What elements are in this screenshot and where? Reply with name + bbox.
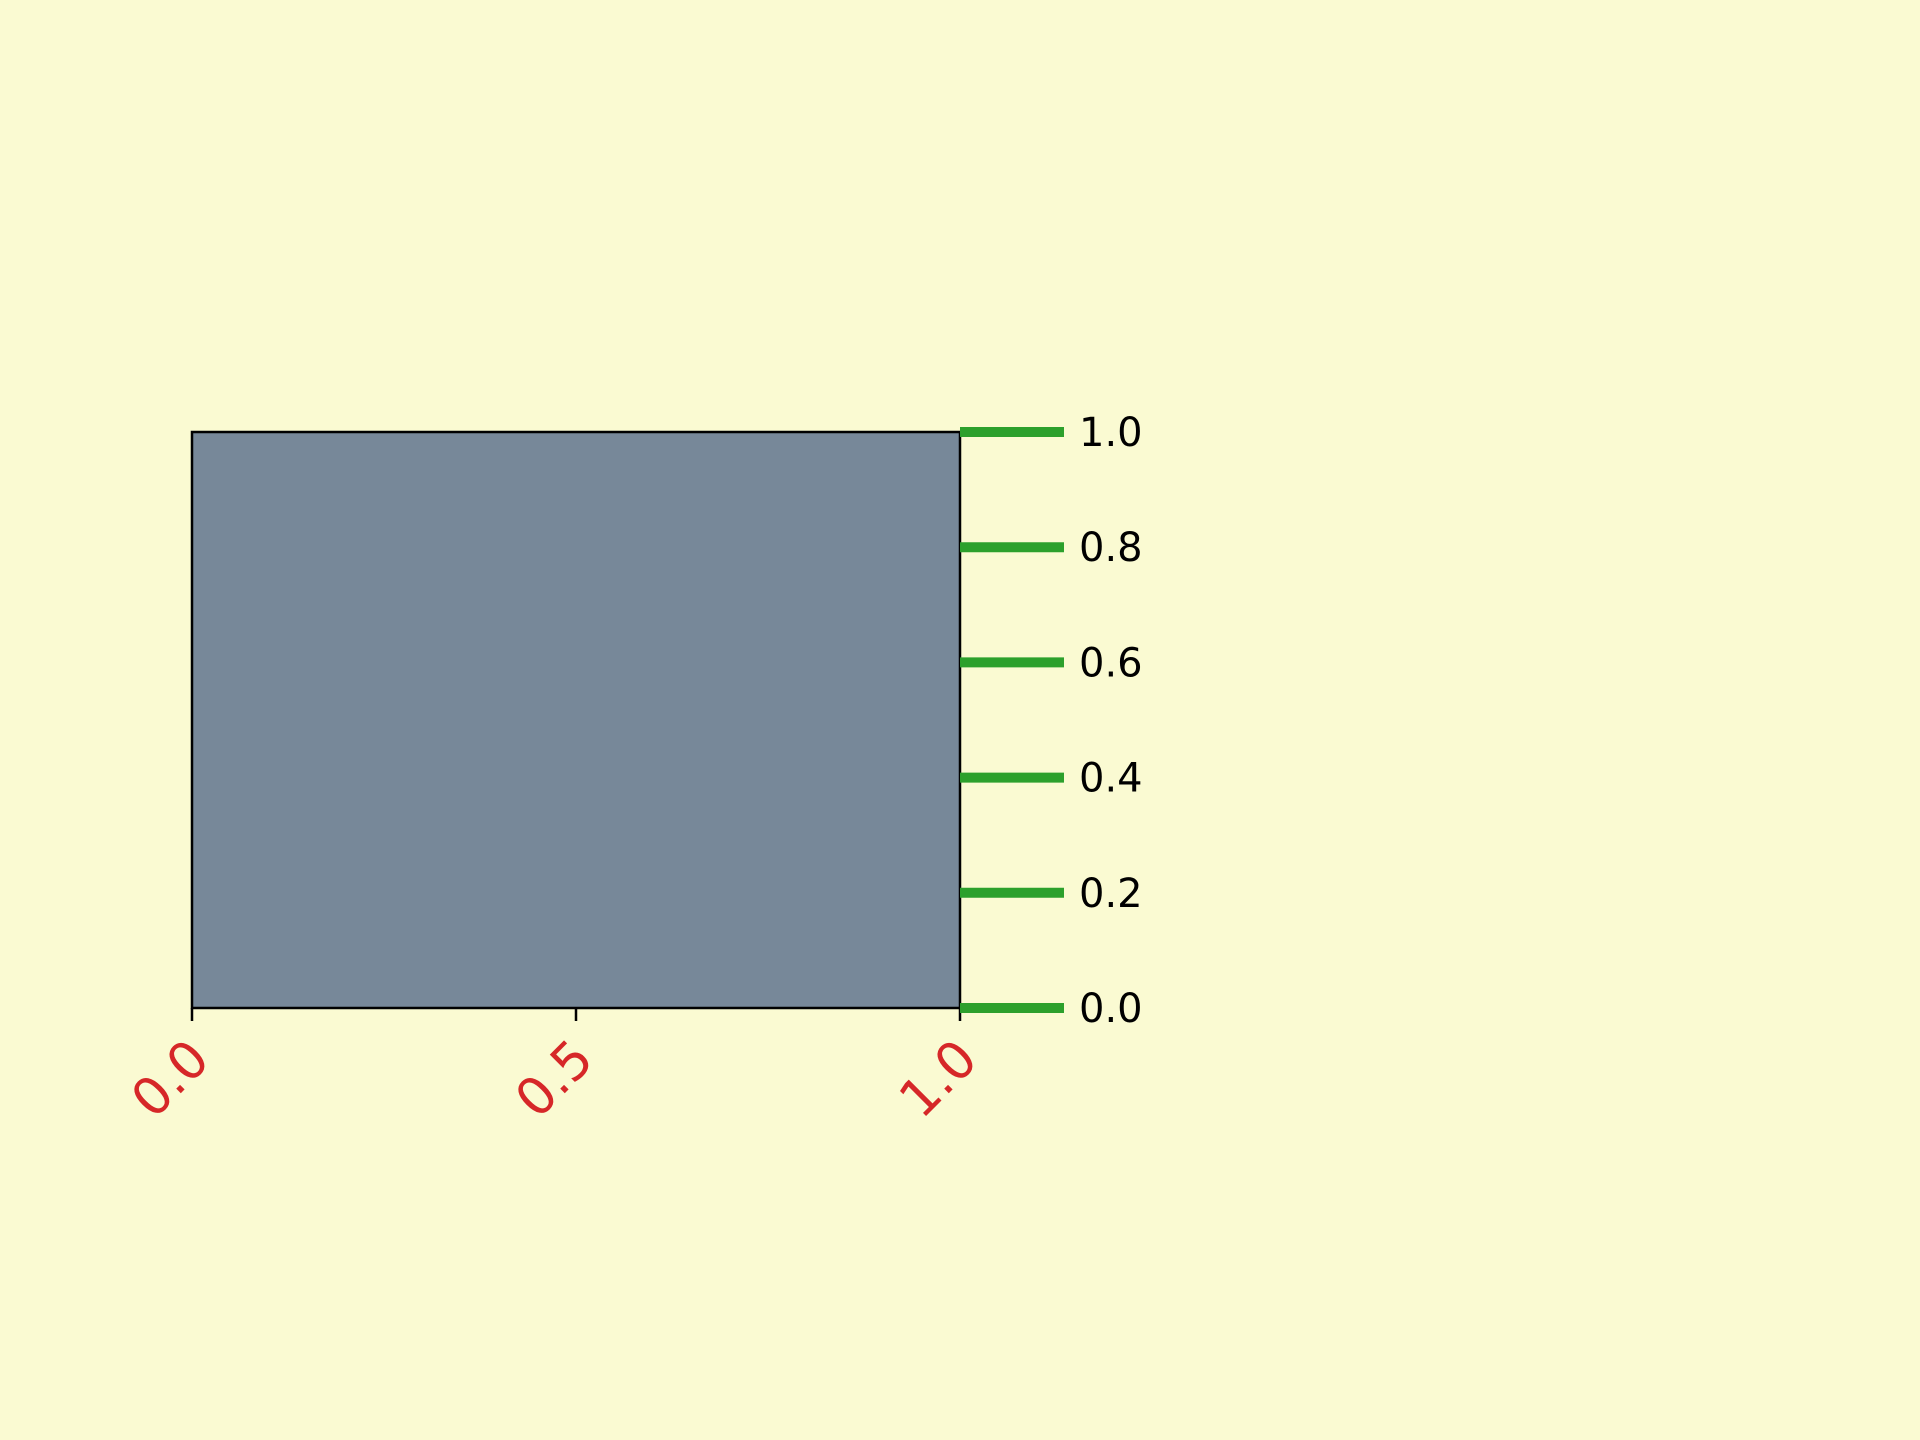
x-tick-label: 0.5 <box>504 1029 605 1130</box>
area-series-0 <box>192 432 960 1008</box>
y-tick-label: 0.2 <box>1079 871 1143 917</box>
y-tick-label: 0.0 <box>1079 986 1143 1032</box>
plot-area <box>190 430 962 1010</box>
x-axis: 0.0 0.5 1.0 <box>120 1008 989 1130</box>
y-axis: 0.0 0.2 0.4 0.6 0.8 1.0 <box>960 410 1143 1032</box>
y-tick-label: 0.8 <box>1079 525 1143 571</box>
x-tick-label: 1.0 <box>888 1029 989 1130</box>
x-tick-label: 0.0 <box>120 1029 221 1130</box>
y-tick-label: 1.0 <box>1079 410 1143 456</box>
y-tick-label: 0.6 <box>1079 640 1143 686</box>
y-tick-label: 0.4 <box>1079 756 1143 802</box>
